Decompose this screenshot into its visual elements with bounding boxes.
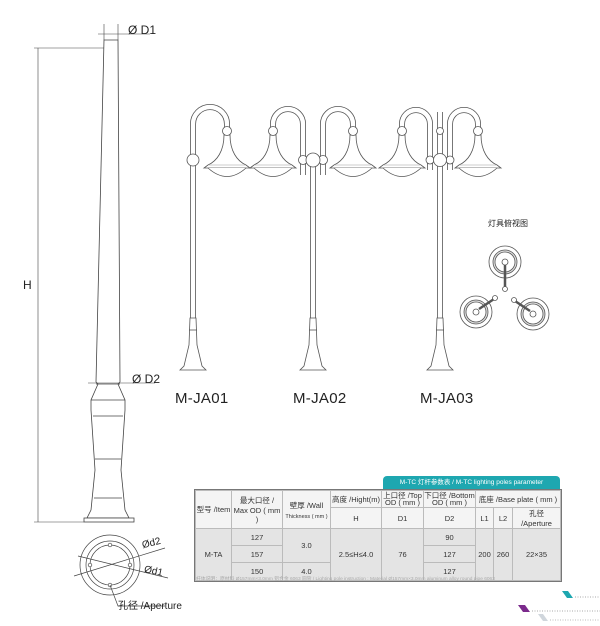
dimension-d1-label: Ø D1 [128,23,157,37]
header-base-plate: 底座 /Base plate ( mm ) [475,490,561,508]
header-l2: L2 [493,507,513,529]
model-label-ja01: M-JA01 [175,390,229,407]
header-d2: D2 [423,507,476,529]
cell-wall: 3.0 [282,528,331,563]
lamp-m-ja01 [179,104,251,371]
cell-l1: 200 [475,528,494,581]
cell-bottom-od: 127 [423,562,476,581]
dimension-h-label: H [23,278,32,292]
main-pole [83,39,135,523]
cell-l2: 260 [493,528,513,581]
header-item: 型号 /Item [195,490,232,529]
table-title-tab: M-TC 灯杆参数表 / M-TC lighting poles paramet… [383,476,560,490]
cell-wall: 4.0 [282,562,331,581]
base-plate-plan [73,534,169,607]
cell-max-od: 127 [231,528,283,546]
model-label-ja02: M-JA02 [293,390,347,407]
cell-bottom-od: 127 [423,545,476,563]
cell-bottom-od: 90 [423,528,476,546]
top-view-title: 灯具俯视图 [488,219,528,228]
header-l1: L1 [475,507,494,529]
cell-max-od: 157 [231,545,283,563]
header-d1: D1 [381,507,424,529]
header-height: 高度 /Hight(m) [330,490,382,508]
footer-decoration [518,591,600,621]
cell-height: 2.5≤H≤4.0 [330,528,382,581]
aperture-label: 孔径 /Aperture [118,601,182,612]
lamp-m-ja02 [249,106,377,371]
cell-top-od: 76 [381,528,424,581]
header-h: H [330,507,382,529]
model-label-ja03: M-JA03 [420,390,474,407]
header-max-od: 最大口径 /Max OD ( mm ) [231,490,283,529]
cell-item: M-TA [195,528,232,581]
cell-aperture: 22×35 [512,528,561,581]
header-aperture: 孔径 /Aperture [512,507,561,529]
lamp-top-view [459,245,550,331]
dimension-lines [34,24,155,523]
cell-max-od: 150 [231,562,283,581]
pole-instruction-note: 杆体说明：原材料 Ø157mm×3.0mm 铝合金 6063 圆管 / Ligh… [196,577,495,582]
dimension-d2-label: Ø D2 [132,372,161,386]
lamp-m-ja03 [378,107,502,371]
